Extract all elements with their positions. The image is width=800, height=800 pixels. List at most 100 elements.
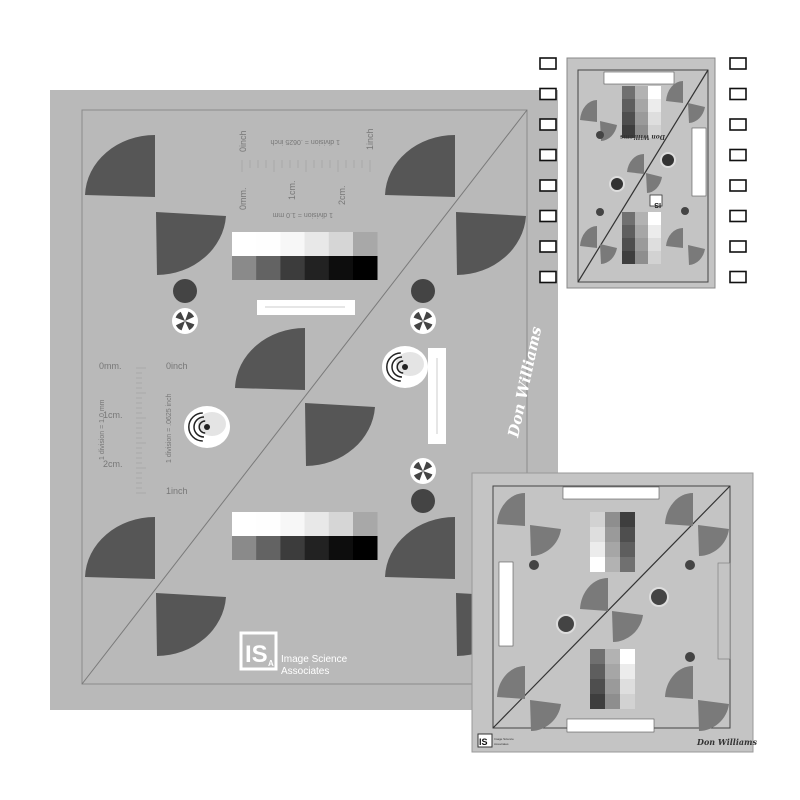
gray-patch: [256, 512, 281, 536]
perforation-hole: [539, 57, 557, 70]
dark-dot: [596, 131, 604, 139]
gray-patch: [648, 212, 661, 225]
logo-text-line1: Image Science: [281, 654, 348, 665]
quarter-disc-shape: [600, 244, 617, 264]
small-target-diagonal: [492, 485, 731, 729]
perforation-hole: [729, 179, 747, 192]
perforation-hole: [539, 179, 557, 192]
quarter-disc-shape: [627, 153, 644, 174]
perforation-hole: [729, 87, 747, 101]
gray-patch: [353, 256, 378, 280]
gray-patch: [620, 512, 635, 527]
film-perforations: [539, 57, 747, 284]
gray-patch: [620, 542, 635, 557]
ruler-division-label: 1 division = .0625 inch: [270, 138, 340, 145]
gray-patch: [622, 99, 635, 112]
quarter-disc-shape: [385, 517, 455, 579]
quarter-disc-shape: [85, 135, 155, 197]
perforation-hole: [729, 148, 747, 162]
gray-patch: [635, 86, 648, 99]
gray-patch: [620, 527, 635, 542]
quarter-disc-shape: [580, 577, 608, 611]
gray-patch: [280, 256, 305, 280]
quarter-disc-shape: [698, 700, 729, 731]
gray-patch: [280, 512, 305, 536]
quarter-disc-shape: [698, 525, 729, 556]
small-target-border: [577, 69, 709, 283]
gray-patch: [635, 238, 648, 251]
main-target-diagonal: [81, 109, 528, 685]
dark-dot: [596, 208, 604, 216]
gray-scale-top: [232, 232, 378, 280]
gray-patch: [590, 557, 605, 572]
gray-scale-bottom: [232, 512, 378, 560]
gray-patch: [304, 512, 330, 536]
gray-patch: [304, 232, 330, 256]
star-wedge: [413, 321, 423, 331]
quarter-disc-shape: [235, 328, 305, 390]
gray-patch: [648, 251, 661, 264]
ring-target-shade: [198, 412, 226, 436]
ruler-strip: [498, 561, 514, 647]
dark-dot: [681, 207, 689, 215]
gray-patch: [635, 251, 648, 264]
quarter-disc-shape: [665, 665, 693, 699]
main-target-border: [81, 109, 528, 685]
star-wedge: [185, 321, 195, 331]
gray-patch: [605, 664, 620, 679]
gray-patch: [590, 694, 605, 709]
quarter-disc-shape: [666, 227, 683, 248]
gray-patch: [232, 512, 257, 536]
star-wedge: [413, 471, 423, 481]
quarter-disc-shape: [612, 611, 643, 642]
ruler-label: 0inch: [166, 361, 188, 371]
gray-patch: [353, 512, 378, 536]
gray-patch: [620, 679, 635, 694]
gray-patch: [622, 238, 635, 251]
ruler-label: 1cm.: [103, 410, 123, 420]
dark-dot: [411, 489, 435, 513]
logo-text-line2: Associates: [494, 742, 509, 746]
dark-dot: [173, 279, 197, 303]
quarter-disc-shape: [530, 525, 561, 556]
ring-target: [649, 587, 669, 607]
ruler-label: 1inch: [365, 128, 375, 150]
ring-arc: [188, 412, 203, 442]
star-wedge: [413, 461, 423, 471]
ring-arc: [198, 420, 206, 434]
gray-patch: [590, 527, 605, 542]
perforation-hole: [539, 240, 557, 253]
gray-patch: [648, 112, 661, 125]
ring-target: [609, 176, 625, 192]
star-wedge: [185, 311, 195, 321]
ruler-label: 2cm.: [103, 459, 123, 469]
quarter-disc-shape: [305, 403, 375, 466]
gray-patch: [622, 225, 635, 238]
gray-patch: [635, 225, 648, 238]
isa-logo: IS A Image Science Associates: [239, 631, 348, 677]
star-wedge: [423, 321, 433, 331]
star-wedge: [423, 311, 433, 321]
gray-patch: [648, 86, 661, 99]
quarter-disc-shape: [385, 134, 455, 197]
small-target-diagonal: [577, 69, 709, 283]
quarter-disc-shape: [688, 245, 705, 265]
gray-patch: [635, 212, 648, 225]
signature: Don Williams: [696, 737, 758, 747]
perforation-hole: [539, 148, 557, 162]
ruler-strip: [691, 127, 707, 197]
logo-frame: [239, 631, 278, 671]
gray-patch: [304, 256, 330, 280]
star-wedge: [413, 311, 423, 321]
logo-text-line2: Associates: [281, 666, 329, 677]
gray-patch: [256, 232, 281, 256]
dark-dot: [685, 652, 695, 662]
quarter-disc-shape: [530, 700, 561, 731]
gray-patch: [232, 536, 257, 560]
ring-target-shade: [396, 352, 424, 376]
gray-patch: [605, 527, 620, 542]
gray-patch: [256, 536, 281, 560]
quarter-disc-shape: [580, 225, 597, 248]
small-target-top: IS Don Williams: [566, 57, 716, 289]
gray-patch: [635, 112, 648, 125]
